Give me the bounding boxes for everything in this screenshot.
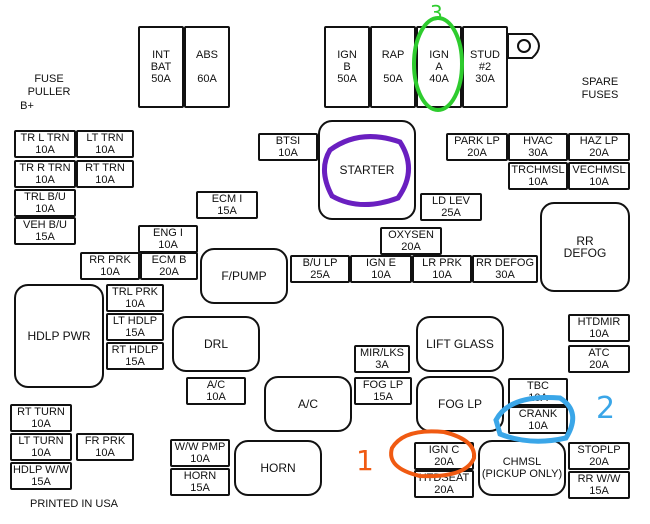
- printed-in-usa-label: PRINTED IN USA: [29, 498, 118, 510]
- spare-fuses-label: SPARE FUSES: [581, 76, 619, 101]
- fuse-stoplp: STOPLP 20A: [568, 442, 630, 470]
- fuse-ign-c: IGN C 20A: [414, 442, 474, 470]
- fuse-ac: A/C 10A: [186, 377, 246, 405]
- fuse-ign-b: IGN B 50A: [324, 26, 370, 108]
- fuse-puller-label: FUSE PULLER: [27, 73, 71, 98]
- fuse-tr-r-trn: TR R TRN 10A: [14, 160, 76, 188]
- fuse-vechmsl: VECHMSL 10A: [568, 162, 630, 190]
- b-plus-label: B+: [20, 100, 34, 112]
- fuse-rap: RAP 50A: [370, 26, 416, 108]
- fuse-htdmir: HTDMIR 10A: [568, 314, 630, 342]
- fuse-stud-2: STUD #2 30A: [462, 26, 508, 108]
- fuse-hvac: HVAC 30A: [508, 133, 568, 161]
- fuse-trl-bu: TRL B/U 10A: [14, 189, 76, 217]
- fuse-veh-bu: VEH B/U 15A: [14, 217, 76, 245]
- fuse-mir-lks: MIR/LKS 3A: [354, 345, 410, 373]
- fuse-abs: ABS 60A: [184, 26, 230, 108]
- fuse-lr-prk: LR PRK 10A: [412, 255, 472, 283]
- fuse-trchmsl: TRCHMSL 10A: [508, 162, 568, 190]
- fuse-bu-lp: B/U LP 25A: [290, 255, 350, 283]
- relay-fog-lp: FOG LP: [416, 376, 504, 432]
- fuse-tr-l-trn: TR L TRN 10A: [14, 130, 76, 158]
- stud-bolt-icon: [507, 33, 540, 59]
- relay-starter: STARTER: [318, 120, 416, 220]
- relay-drl: DRL: [172, 316, 260, 372]
- fuse-btsi: BTSI 10A: [258, 133, 318, 161]
- fuse-tbc: TBC 10A: [508, 378, 568, 406]
- fuse-oxysen: OXYSEN 20A: [380, 227, 442, 255]
- fuse-htdseat: HTDSEAT 20A: [414, 470, 474, 498]
- fuse-rt-hdlp: RT HDLP 15A: [106, 342, 164, 370]
- fuse-lt-turn: LT TURN 10A: [10, 433, 72, 461]
- fuse-horn: HORN 15A: [170, 468, 230, 496]
- fuse-atc: ATC 20A: [568, 345, 630, 373]
- fuse-ld-lev: LD LEV 25A: [420, 193, 482, 221]
- fuse-trl-prk: TRL PRK 10A: [106, 284, 164, 312]
- fuse-ww-pmp: W/W PMP 10A: [170, 439, 230, 467]
- relay-lift-glass: LIFT GLASS: [416, 316, 504, 372]
- fuse-lt-trn: LT TRN 10A: [76, 130, 134, 158]
- fuse-eng-i: ENG I 10A: [138, 225, 198, 253]
- fuse-park-lp: PARK LP 20A: [446, 133, 508, 161]
- fuse-ign-e: IGN E 10A: [350, 255, 412, 283]
- fuse-rr-prk: RR PRK 10A: [80, 252, 140, 280]
- fuse-haz-lp: HAZ LP 20A: [568, 133, 630, 161]
- fuse-hdlp-ww: HDLP W/W 15A: [10, 462, 72, 490]
- fuse-rt-turn: RT TURN 10A: [10, 404, 72, 432]
- fuse-ecm-b: ECM B 20A: [140, 252, 198, 280]
- orange-mark-label: 1: [356, 444, 374, 477]
- relay-horn: HORN: [234, 440, 322, 496]
- fuse-fog-lp: FOG LP 15A: [354, 377, 412, 405]
- fuse-fr-prk: FR PRK 10A: [76, 433, 134, 461]
- relay-rr-defog: RR DEFOG: [540, 202, 630, 292]
- fuse-crank: CRANK 10A: [508, 406, 568, 434]
- fuse-lt-hdlp: LT HDLP 15A: [106, 313, 164, 341]
- relay-chmsl: CHMSL (PICKUP ONLY): [478, 440, 566, 496]
- fuse-int-bat: INT BAT 50A: [138, 26, 184, 108]
- relay-hdlp-pwr: HDLP PWR: [14, 284, 104, 388]
- fuse-rr-defog: RR DEFOG 30A: [472, 255, 538, 283]
- green-mark-label: 3: [430, 1, 443, 25]
- relay-f-pump: F/PUMP: [200, 248, 288, 304]
- fuse-rt-trn: RT TRN 10A: [76, 160, 134, 188]
- relay-ac: A/C: [264, 376, 352, 432]
- fuse-ign-a: IGN A 40A: [416, 26, 462, 108]
- fuse-rr-ww: RR W/W 15A: [568, 471, 630, 499]
- blue-mark-label: 2: [596, 391, 615, 426]
- fuse-ecm-i: ECM I 15A: [196, 191, 258, 219]
